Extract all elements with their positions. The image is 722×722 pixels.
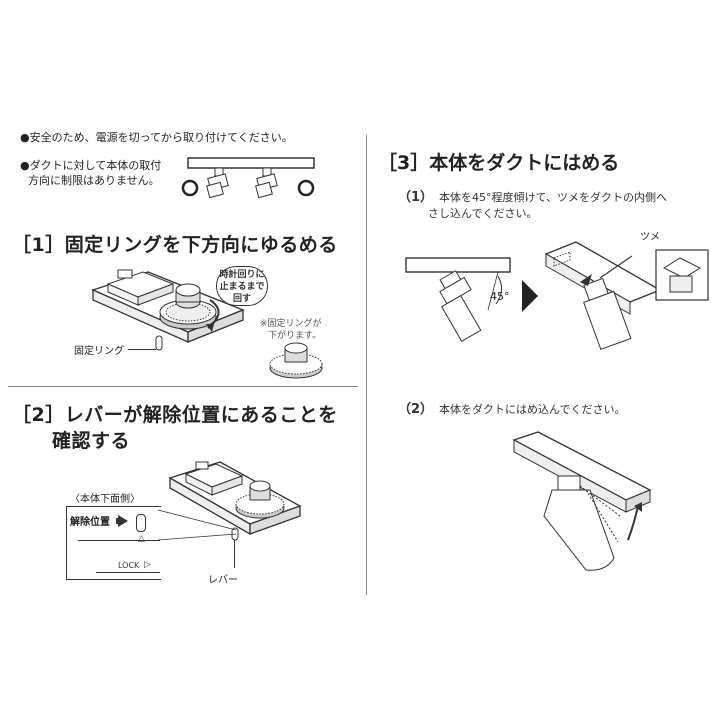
ring-label-leader	[128, 349, 156, 350]
step2-illustration	[168, 461, 302, 541]
step1-bubble: 時計回りに 止まるまで 回す	[216, 266, 268, 306]
inset-title: 〈本体下面側〉	[70, 494, 140, 505]
step3-sub1: （1） 本体を45°程度傾けて、ツメをダクトの内側へ	[398, 190, 667, 205]
release-position-label: 解除位置	[70, 517, 110, 528]
lever-knob	[136, 514, 146, 532]
release-arrow-icon	[118, 515, 128, 527]
inset-bottom-line	[96, 572, 160, 573]
step2-title-line1: ［2］レバーが解除位置にあることを	[12, 404, 338, 426]
release-arrow-shaft	[116, 518, 119, 524]
note-safety: ●安全のため、電源を切ってから取り付けてください。	[20, 131, 293, 144]
lever-leader	[234, 540, 235, 568]
bubble-line2: 止まるまで	[219, 282, 265, 292]
fit-illustration	[512, 431, 652, 571]
step3-sub1-line2: さし込んでください。	[428, 207, 538, 220]
bubble-line3: 回す	[232, 294, 251, 304]
lever-label: レバー	[208, 575, 238, 586]
sub2-number: （2）	[398, 402, 434, 417]
vertical-divider	[366, 135, 367, 595]
tilt-illustration	[405, 257, 511, 342]
ring-lowered-illustration	[269, 342, 323, 379]
insert-tab-illustration	[544, 241, 709, 351]
step1-aside-line2: 下がります。	[268, 331, 322, 341]
bubble-line1: 時計回りに	[219, 270, 265, 280]
inset-leader-lines	[157, 509, 237, 541]
step2-title-line2: 確認する	[52, 430, 131, 452]
lock-triangle-icon: ▷	[144, 560, 151, 570]
sub2-text: 本体をダクトにはめ込んでください。	[439, 403, 626, 416]
track-light-illustration	[181, 157, 315, 199]
step1-illustration	[91, 269, 245, 351]
next-arrow-icon	[522, 280, 538, 312]
step3-title: ［3］本体をダクトにはめる	[378, 152, 620, 174]
angle-label: 45°	[490, 290, 510, 303]
tab-label: ツメ	[640, 232, 660, 243]
ring-label: 固定リング	[74, 346, 124, 357]
inset-triangle-icon: △	[138, 534, 145, 544]
note-direction-line2: 方向に制限はありません。	[28, 174, 160, 187]
horizontal-divider	[8, 386, 358, 387]
sub1-line1: 本体を45°程度傾けて、ツメをダクトの内側へ	[439, 191, 667, 204]
inset-line	[78, 540, 160, 541]
step1-aside-line1: ※固定リングが	[260, 319, 322, 329]
lock-label: LOCK	[118, 561, 140, 570]
note-direction-line1: ●ダクトに対して本体の取付	[20, 159, 162, 172]
step1-title: ［1］固定リングを下方向にゆるめる	[12, 234, 338, 256]
sub1-number: （1）	[398, 190, 434, 205]
step3-sub2: （2） 本体をダクトにはめ込んでください。	[398, 402, 626, 417]
